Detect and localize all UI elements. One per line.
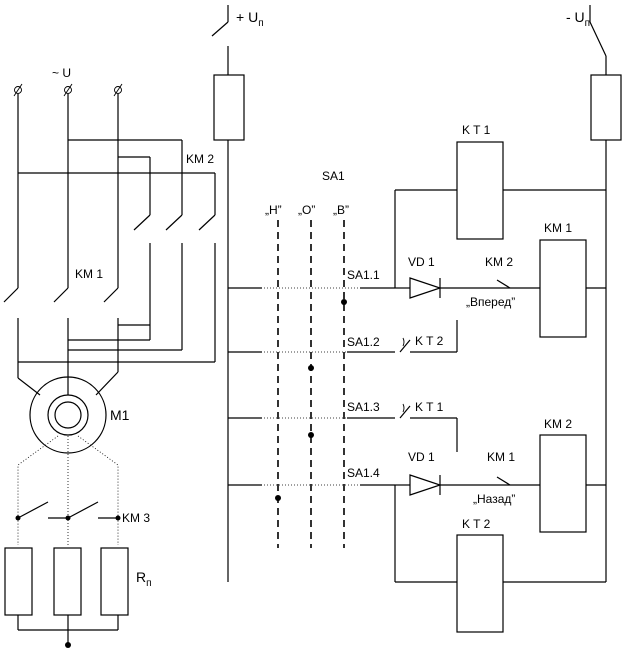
position-o: „О”	[298, 203, 315, 217]
km1-power-contacts	[3, 287, 119, 378]
km3-contacts	[15, 501, 121, 521]
km1-power-label: KM 1	[75, 267, 103, 281]
ac-terminal-l2	[63, 83, 73, 97]
kt1-timed-contact	[399, 403, 411, 419]
km1-coil-label: KM 1	[544, 221, 572, 235]
diode-vd1-forward	[409, 277, 442, 299]
diode-vd1-reverse	[409, 474, 442, 496]
position-n: „Н”	[265, 203, 282, 217]
km1-coil	[539, 239, 587, 338]
km2-coil	[539, 434, 587, 533]
kt2-coil	[456, 534, 504, 633]
km2-power-label: KM 2	[186, 152, 214, 166]
resistor-rp-1	[4, 547, 33, 616]
sa11-label: SA1.1	[347, 268, 380, 282]
plus-supply-label: + Uп	[236, 9, 264, 29]
kt2-timed-contact	[399, 337, 411, 353]
sa13-label: SA1.3	[347, 400, 380, 414]
sa14-label: SA1.4	[347, 466, 380, 480]
kt2-contact-label: K T 2	[415, 334, 444, 348]
rp-label: Rп	[136, 569, 152, 589]
kt1-coil-label: K T 1	[462, 123, 491, 137]
power-circuit: ~ U KM 2 KM 1	[3, 66, 216, 648]
km1-interlock-label: KM 1	[487, 450, 515, 464]
km2-interlock-label: KM 2	[485, 255, 513, 269]
ac-supply-label: ~ U	[52, 66, 71, 80]
fuse-plus	[213, 74, 245, 141]
resistor-rp-3	[100, 547, 129, 616]
position-v: „В”	[333, 203, 349, 217]
forward-label: „Вперед”	[466, 295, 515, 309]
km3-label: KM 3	[122, 511, 150, 525]
fuse-minus	[590, 74, 622, 141]
back-label: „Назад”	[473, 492, 515, 506]
vd1-forward-label: VD 1	[408, 255, 435, 269]
minus-supply-label: - Uп	[566, 9, 590, 29]
km2-power-contacts	[133, 214, 216, 362]
ac-terminal-l1	[13, 83, 23, 97]
motor-label: M1	[110, 407, 130, 423]
ac-terminal-l3	[113, 83, 123, 97]
sa12-label: SA1.2	[347, 335, 380, 349]
vd1-reverse-label: VD 1	[408, 450, 435, 464]
kt2-coil-label: K T 2	[462, 517, 491, 531]
km2-coil-label: KM 2	[544, 417, 572, 431]
control-circuit: + Uп - Uп SA1 „Н” „О” „В”	[211, 5, 622, 633]
resistor-rp-2	[53, 547, 82, 616]
kt1-contact-label: K T 1	[415, 400, 444, 414]
motor-m1	[29, 376, 107, 454]
kt1-coil	[456, 141, 504, 240]
sa1-label: SA1	[322, 169, 345, 183]
